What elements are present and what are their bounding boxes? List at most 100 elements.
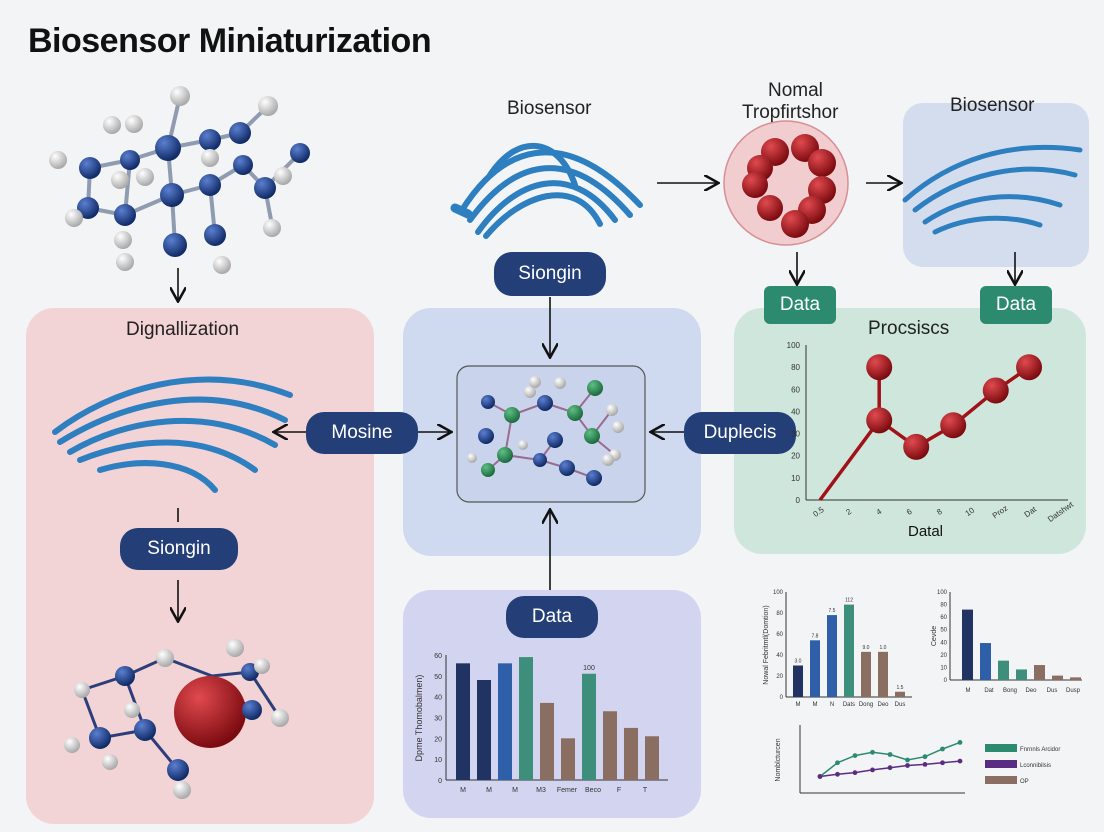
bar2-bar: [810, 640, 820, 697]
bar1-ytick: 40: [434, 695, 442, 702]
proc-ytick: 80: [791, 363, 800, 372]
siongin-top-pill[interactable]: Siongin: [494, 252, 606, 296]
proc-xtick: 4: [875, 507, 884, 517]
bar2-bar: [895, 691, 905, 697]
line2-point: [887, 752, 893, 757]
bar2-xtick: N: [830, 702, 834, 708]
line2-point: [887, 765, 893, 771]
bar3-xtick: M: [966, 688, 971, 694]
bar3-bar: [980, 643, 991, 680]
bar2-ytick: 40: [776, 653, 783, 659]
proc-point: [903, 433, 930, 460]
bar1-ytick: 30: [434, 716, 442, 723]
bar3-ytick: 100: [937, 590, 948, 596]
bar2-xtick: Dus: [895, 702, 906, 708]
bar1-ytick: 60: [434, 653, 442, 660]
bar2-xtick: M: [796, 702, 801, 708]
bar1-bar: [561, 738, 575, 780]
bar2-data-label: 7.5: [829, 608, 836, 614]
proc-ytick: 0: [796, 496, 801, 505]
bar3-xtick: Bong: [1003, 688, 1017, 694]
bar3-bar: [998, 660, 1009, 680]
bar3-ytick: 10: [940, 665, 947, 671]
bar2-bar: [827, 615, 837, 697]
line2-legend-label: Lconnibilsis: [1020, 763, 1051, 769]
bar2-ytick: 100: [773, 590, 784, 596]
label-processing: Procsiscs: [868, 318, 950, 339]
line2-point: [817, 774, 823, 779]
page-title: Biosensor Miniaturization: [28, 22, 432, 60]
biosensor-right-panel: [903, 103, 1089, 267]
bar3-bar: [1034, 665, 1045, 680]
line2-point: [852, 770, 858, 776]
line2-legend-label: OP: [1020, 779, 1029, 785]
bar1-xtick: Beco: [585, 787, 601, 794]
label-normal-line1: Nomal: [768, 80, 823, 101]
bar1-xtick: M: [460, 787, 466, 794]
bar3-bar: [1052, 675, 1063, 680]
proc-point: [1016, 354, 1043, 381]
duplecis-pill[interactable]: Duplecis: [684, 412, 796, 454]
bar2-ytick: 60: [776, 632, 783, 638]
bar1-bar: [624, 727, 638, 780]
line2-point: [835, 760, 840, 766]
bar1-bar: [645, 736, 659, 780]
bar1-bar: [519, 657, 533, 780]
label-biosensor-center: Biosensor: [507, 98, 592, 119]
bar1-bar: [582, 673, 596, 780]
bar2-data-label: 7.8: [812, 633, 819, 639]
data-center-pill[interactable]: Data: [506, 596, 598, 638]
line2-point: [852, 753, 858, 758]
data-mid-pill[interactable]: Data: [764, 286, 836, 324]
bar1-xtick: Femer: [557, 787, 578, 794]
bar3-ytick: 0: [944, 678, 948, 684]
data-right-pill[interactable]: Data: [980, 286, 1052, 324]
bar3-ytick: 20: [940, 653, 947, 659]
bar1-ytick: 20: [434, 736, 442, 743]
bar2-xtick: Dong: [859, 702, 873, 708]
line2-point: [957, 740, 963, 745]
bar3-ytick: 60: [940, 615, 947, 621]
bar3-xtick: Deo: [1025, 688, 1037, 694]
bar2-data-label: 3.0: [795, 659, 802, 665]
bar1-ytick: 0: [438, 778, 442, 785]
mosine-pill[interactable]: Mosine: [306, 412, 418, 454]
bar1-data-label: 100: [583, 665, 595, 672]
bar1-ytick: 50: [434, 674, 442, 681]
red-sphere: [174, 676, 246, 748]
protein-ribbon-right: [902, 145, 1083, 235]
protein-ribbon-center: [450, 142, 643, 239]
molecule-bottom-left-atoms: [64, 639, 289, 799]
line2-ylabel: Nomblcturcen: [775, 738, 782, 781]
bar3-ytick: 50: [940, 628, 947, 634]
bar3-xtick: Dat: [984, 688, 994, 694]
bar2-xtick: Dats: [843, 702, 855, 708]
bar1-bar: [456, 663, 470, 780]
bar1-xtick: T: [643, 787, 648, 794]
bar2-ytick: 0: [780, 695, 784, 701]
proc-ytick: 40: [791, 407, 800, 416]
bar3-ytick: 40: [940, 640, 947, 646]
siongin-left-pill[interactable]: Siongin: [120, 528, 238, 570]
line2-point: [905, 757, 910, 763]
bar1-ytick: 10: [434, 757, 442, 764]
bar2-ylabel: Nowal Febritmtl(Domtion): [763, 605, 770, 684]
proc-xtick: 6: [905, 507, 914, 517]
bar1-ylabel: Dpme Thomobalmen): [414, 675, 424, 762]
bar2-data-label: 1.0: [880, 645, 887, 651]
bar2-bar: [844, 604, 854, 697]
bar2-bar: [861, 651, 871, 697]
bar2-data-label: 112: [845, 598, 853, 604]
bar2-ytick: 20: [776, 674, 783, 680]
proc-xtick: 8: [935, 507, 944, 517]
bar1-bar: [603, 711, 617, 780]
bar2-data-label: 1.5: [897, 685, 904, 691]
bar2-ytick: 80: [776, 611, 783, 617]
bar2-data-label: 9.0: [863, 645, 870, 651]
bar3-bar: [1070, 677, 1081, 680]
line2-point: [957, 758, 963, 764]
bar3-ylabel: Cevde: [931, 626, 938, 646]
molecule-top-left-atoms: [49, 86, 310, 274]
proc-point: [982, 377, 1009, 404]
